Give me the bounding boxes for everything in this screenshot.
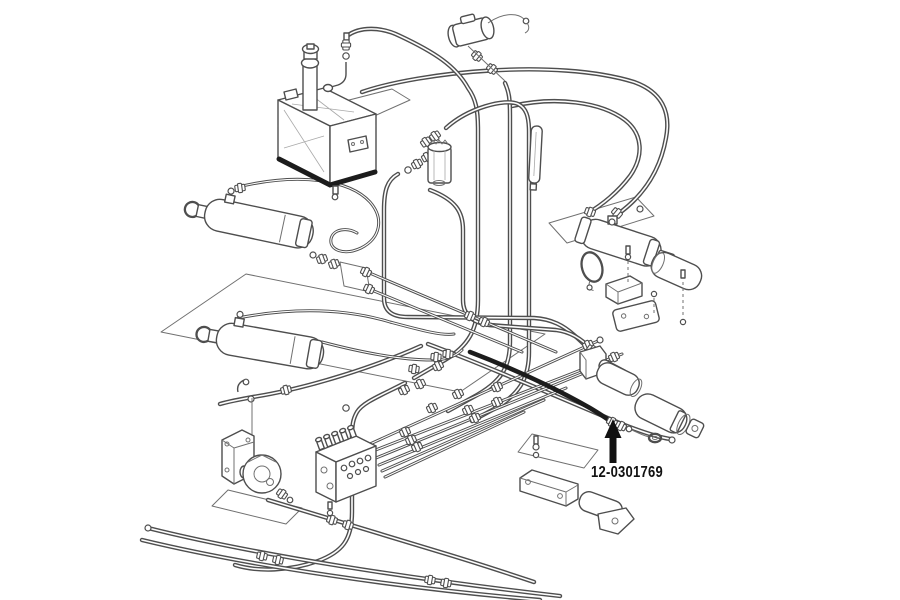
- right-cylinder-assembly: [574, 215, 703, 332]
- hydraulic-reservoir-tank: [276, 43, 411, 201]
- cross-tube: [650, 251, 703, 291]
- trim-cylinder-pair: [579, 345, 705, 444]
- anchor-bars: [519, 435, 635, 535]
- control-valve-block: [314, 424, 377, 517]
- breather-fitting-stack: [322, 32, 352, 93]
- valve-spools: [314, 424, 358, 451]
- pump-body: [242, 454, 282, 494]
- left-cylinder-lower: [195, 310, 325, 370]
- hose-runs: [139, 26, 673, 600]
- filler-neck: [302, 63, 318, 111]
- left-cylinder-upper: [183, 187, 314, 249]
- hose-dark-diagonal: [467, 349, 613, 424]
- slim-spacer: [528, 125, 543, 191]
- bracket-lower: [612, 300, 660, 332]
- trim-cylinder-a: [596, 362, 643, 398]
- solenoid-valve: [447, 13, 530, 82]
- inline-filter: [427, 139, 452, 186]
- part-number-label: 12-0301769: [591, 464, 663, 481]
- tank-bolt: [332, 185, 339, 195]
- hose-sweep-right-outer: [359, 67, 670, 217]
- trim-cylinder-b: [634, 393, 691, 436]
- hose-bottom-long-a: [145, 525, 563, 599]
- callout-arrow: [604, 419, 622, 463]
- anchor-bar-upper: [519, 469, 579, 507]
- part-callout: 12-0301769: [591, 419, 663, 481]
- clamp-ring: [580, 251, 604, 291]
- banjo-ring-fitting: [647, 432, 663, 444]
- solenoid-wire: [487, 14, 525, 24]
- hydraulic-pump: [221, 429, 294, 504]
